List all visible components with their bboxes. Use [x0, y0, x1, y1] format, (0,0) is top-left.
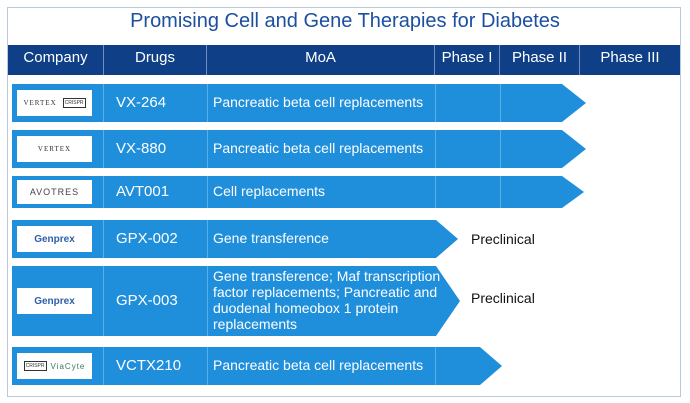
drug-name: VCTX210: [116, 357, 182, 374]
table-row: Genprex GPX-002 Gene transference Precli…: [0, 220, 690, 258]
drug-name: GPX-003: [116, 292, 178, 309]
company-logo: VERTEX: [17, 136, 92, 162]
drug-name: GPX-002: [116, 230, 178, 247]
moa-text: Pancreatic beta cell replacements: [213, 94, 424, 110]
phase-arrow: [562, 130, 586, 168]
chart-frame: [7, 7, 681, 397]
table-row: VERTEX VX-880 Pancreatic beta cell repla…: [0, 130, 690, 168]
stage-label: Preclinical: [471, 231, 535, 247]
moa-text: Cell replacements: [213, 183, 326, 199]
moa-text: Pancreatic beta cell replacements: [213, 140, 424, 156]
phase-arrow: [562, 84, 586, 122]
moa-text: Gene transference; Maf transcription fac…: [213, 268, 441, 332]
moa-text: Pancreatic beta cell replacements: [213, 357, 424, 373]
header-company: Company: [8, 45, 104, 75]
moa-text: Gene transference: [213, 230, 329, 246]
phase-arrow: [480, 347, 502, 385]
phase-arrow: [436, 266, 460, 336]
header-moa: MoA: [207, 45, 435, 75]
header-phase-1: Phase I: [435, 45, 500, 75]
company-logo: AVOTRES: [17, 180, 92, 204]
table-row: Genprex GPX-003 Gene transference; Maf t…: [0, 266, 690, 336]
page-title: Promising Cell and Gene Therapies for Di…: [130, 10, 560, 32]
header-phase-2: Phase II: [500, 45, 580, 75]
company-logo: Genprex: [17, 226, 92, 252]
company-logo: Genprex: [17, 288, 92, 314]
drug-name: AVT001: [116, 183, 170, 200]
table-row: AVOTRES AVT001 Cell replacements: [0, 176, 690, 208]
drug-name: VX-264: [116, 94, 167, 111]
stage-label: Preclinical: [471, 290, 535, 306]
phase-arrow: [562, 176, 584, 208]
header-drugs: Drugs: [104, 45, 207, 75]
table-header: Company Drugs MoA Phase I Phase II Phase…: [8, 45, 680, 75]
phase-arrow: [436, 220, 458, 258]
drug-name: VX-880: [116, 140, 167, 157]
header-phase-3: Phase III: [600, 49, 660, 66]
